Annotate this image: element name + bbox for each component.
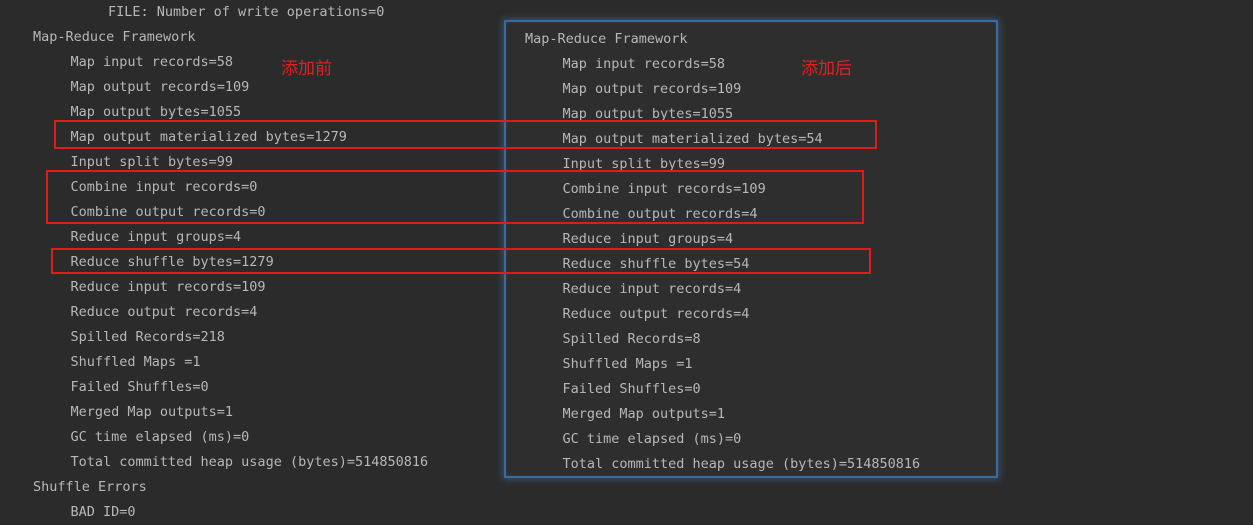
- console-line: Map output materialized bytes=1279: [70, 129, 347, 145]
- console-line: Input split bytes=99: [70, 154, 234, 170]
- console-line: Shuffle Errors: [33, 479, 147, 495]
- console-line: Reduce output records=4: [70, 304, 258, 320]
- console-line: Failed Shuffles=0: [70, 379, 209, 395]
- console-line: Reduce input groups=4: [562, 231, 734, 247]
- console-line: Map output bytes=1055: [70, 104, 242, 120]
- console-line: Failed Shuffles=0: [562, 381, 701, 397]
- console-line: Map output bytes=1055: [562, 106, 734, 122]
- console-line: Map input records=58: [70, 54, 234, 70]
- console-line: Map output materialized bytes=54: [562, 131, 823, 147]
- console-line: Map output records=109: [70, 79, 250, 95]
- console-line: Combine output records=4: [562, 206, 758, 222]
- console-line: Total committed heap usage (bytes)=51485…: [562, 456, 921, 472]
- console-line: Merged Map outputs=1: [562, 406, 726, 422]
- console-line: Spilled Records=8: [562, 331, 701, 347]
- console-line: GC time elapsed (ms)=0: [562, 431, 742, 447]
- console-line: Map input records=58: [562, 56, 726, 72]
- console-line: Input split bytes=99: [562, 156, 726, 172]
- console-line: Combine input records=0: [70, 179, 258, 195]
- console-line: Reduce input groups=4: [70, 229, 242, 245]
- console-line: Map output records=109: [562, 81, 742, 97]
- console-line: Shuffled Maps =1: [562, 356, 693, 372]
- console-line: Reduce shuffle bytes=54: [562, 256, 750, 272]
- console-line: GC time elapsed (ms)=0: [70, 429, 250, 445]
- console-line: Map-Reduce Framework: [525, 31, 688, 47]
- callout-after: 添加后: [801, 59, 852, 79]
- console-line: Merged Map outputs=1: [70, 404, 234, 420]
- console-line: Reduce shuffle bytes=1279: [70, 254, 274, 270]
- console-line: Map-Reduce Framework: [33, 29, 196, 45]
- console-line: Total committed heap usage (bytes)=51485…: [70, 454, 429, 470]
- callout-before: 添加前: [281, 59, 332, 79]
- console-line: Reduce input records=109: [70, 279, 266, 295]
- console-line: FILE: Number of write operations=0: [108, 4, 385, 20]
- console-line: Spilled Records=218: [70, 329, 225, 345]
- console-line: Reduce output records=4: [562, 306, 750, 322]
- console-line: Combine output records=0: [70, 204, 266, 220]
- console-line: Combine input records=109: [562, 181, 766, 197]
- console-line: Shuffled Maps =1: [70, 354, 201, 370]
- console-line: Reduce input records=4: [562, 281, 742, 297]
